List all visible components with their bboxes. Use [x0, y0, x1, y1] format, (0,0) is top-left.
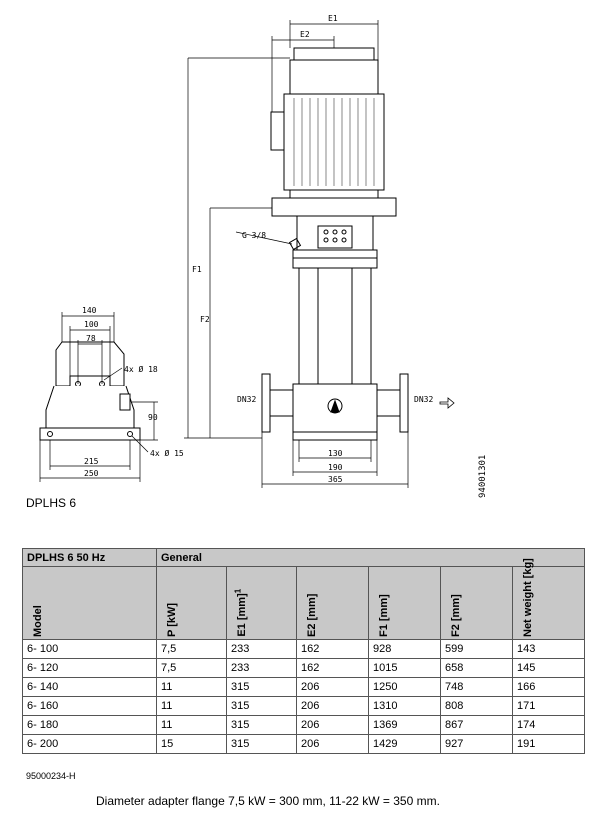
dim-hole-15: 4x Ø 15 — [150, 448, 184, 458]
dim-130: 130 — [328, 449, 343, 458]
table-cell: 1310 — [368, 696, 441, 716]
col-e1: E1 [mm]1 — [226, 566, 297, 640]
dimension-table: DPLHS 6 50 Hz General Model P [kW] E1 [m… — [22, 548, 585, 754]
inlet-flange — [261, 373, 271, 433]
table-cell: 233 — [226, 658, 297, 678]
table-cell: 1015 — [368, 658, 441, 678]
dim-g: G 3/8 — [242, 231, 266, 240]
dim-hole-18: 4x Ø 18 — [124, 364, 158, 374]
table-cell: 658 — [440, 658, 513, 678]
table-cell: 6- 200 — [22, 734, 157, 754]
col-p: P [kW] — [156, 566, 227, 640]
table-cell: 6- 100 — [22, 639, 157, 659]
table-cell: 928 — [368, 639, 441, 659]
dim-e2: E2 — [300, 30, 310, 39]
table-cell: 233 — [226, 639, 297, 659]
table-cell: 315 — [226, 677, 297, 697]
motor-flange — [271, 197, 397, 217]
pump-head — [292, 249, 378, 269]
table-cell: 1429 — [368, 734, 441, 754]
dim-dn-left: DN32 — [237, 395, 256, 404]
dim-100: 100 — [84, 320, 99, 329]
table-cell: 206 — [296, 715, 369, 735]
dim-f1: F1 — [192, 265, 202, 274]
table-cell: 748 — [440, 677, 513, 697]
col-e2: E2 [mm] — [296, 566, 369, 640]
dim-250: 250 — [84, 469, 99, 478]
table-cell: 6- 180 — [22, 715, 157, 735]
motor-body — [289, 59, 379, 95]
e1-note-mark: 1 — [233, 589, 243, 594]
table-cell: 927 — [440, 734, 513, 754]
table-cell: 6- 160 — [22, 696, 157, 716]
table-cell: 1369 — [368, 715, 441, 735]
table-cell: 1250 — [368, 677, 441, 697]
table-cell: 599 — [440, 639, 513, 659]
table-cell: 315 — [226, 734, 297, 754]
dim-140: 140 — [82, 306, 97, 315]
table-cell: 11 — [156, 715, 227, 735]
table-cell: 7,5 — [156, 658, 227, 678]
table-cell: 7,5 — [156, 639, 227, 659]
table-cell: 6- 140 — [22, 677, 157, 697]
dim-f2: F2 — [200, 315, 210, 324]
dim-78: 78 — [86, 334, 96, 343]
table-code: 95000234-H — [26, 771, 76, 781]
terminal-box — [270, 111, 285, 151]
pump-sleeve — [298, 267, 372, 385]
table-cell: 315 — [226, 696, 297, 716]
dim-dn-right: DN32 — [414, 395, 433, 404]
table-cell: 206 — [296, 677, 369, 697]
table-cell: 6- 120 — [22, 658, 157, 678]
table-cell: 808 — [440, 696, 513, 716]
table-cell: 143 — [512, 639, 585, 659]
table-cell: 11 — [156, 677, 227, 697]
col-f2: F2 [mm] — [440, 566, 513, 640]
dim-e1: E1 — [328, 14, 338, 23]
dim-190: 190 — [328, 463, 343, 472]
table-cell: 162 — [296, 658, 369, 678]
drawing-id: 94001301 — [478, 454, 488, 498]
table-cell: 867 — [440, 715, 513, 735]
table-cell: 206 — [296, 734, 369, 754]
col-f1: F1 [mm] — [368, 566, 441, 640]
dim-365: 365 — [328, 475, 343, 484]
table-cell: 162 — [296, 639, 369, 659]
footnote: Diameter adapter flange 7,5 kW = 300 mm,… — [96, 794, 440, 808]
table-cell: 315 — [226, 715, 297, 735]
table-cell: 191 — [512, 734, 585, 754]
col-model: Model — [22, 566, 157, 640]
table-cell: 166 — [512, 677, 585, 697]
pump-dimension-drawing: E1 E2 F1 F2 G 3/8 DN32 DN32 130 190 365 — [39, 14, 455, 488]
table-cell: 206 — [296, 696, 369, 716]
drawing-caption: DPLHS 6 — [26, 496, 77, 510]
outlet-flange — [399, 373, 409, 433]
dim-215: 215 — [84, 457, 99, 466]
dim-90: 90 — [148, 413, 158, 422]
table-cell: 174 — [512, 715, 585, 735]
table-cell: 145 — [512, 658, 585, 678]
col-weight: Net weight [kg] — [512, 558, 585, 640]
table-cell: 11 — [156, 696, 227, 716]
table-cell: 171 — [512, 696, 585, 716]
table-cell: 15 — [156, 734, 227, 754]
table-title: DPLHS 6 50 Hz — [22, 548, 157, 567]
